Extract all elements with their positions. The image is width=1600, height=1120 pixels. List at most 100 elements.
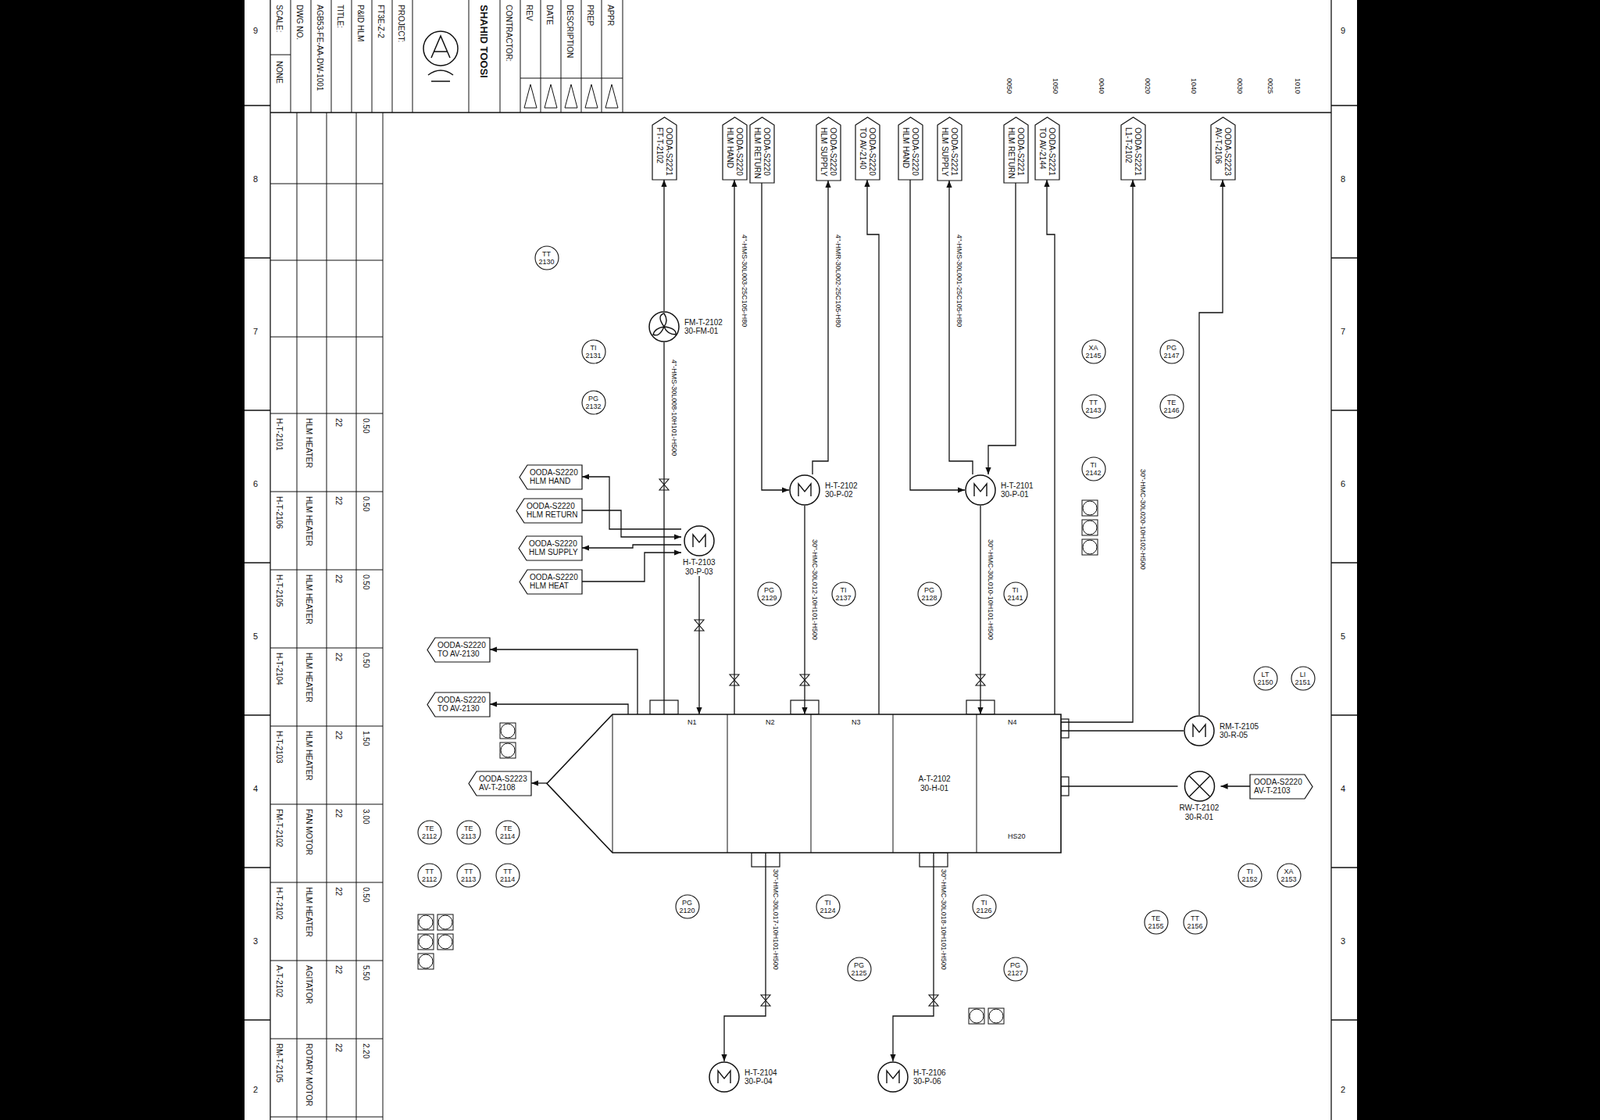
bubble-outline <box>496 863 520 887</box>
equipment-table-grid <box>270 1116 383 1118</box>
grid-reference: 6 <box>253 478 258 489</box>
dcs-display-symbol <box>418 914 433 929</box>
pump-motor: H-T-210230-P-02 <box>789 474 860 506</box>
bubble-outline <box>1082 457 1106 481</box>
equipment-tag: RW-T-2102 <box>1179 803 1220 813</box>
equipment-table-cell: 22 <box>334 964 343 974</box>
zone-number: 0040 <box>1096 78 1105 94</box>
equipment-number: 30-P-03 <box>682 567 716 577</box>
offpage-connector: OODA-S2220HLM HAND <box>722 117 747 180</box>
instrument-bubble: TT2113 <box>456 862 482 888</box>
equipment-table-cell: ROTARY MOTOR <box>304 1042 314 1106</box>
instrument-function: TI <box>820 898 836 907</box>
grid-reference: 8 <box>253 174 258 184</box>
sheet-frame <box>244 257 271 258</box>
vessel-outline <box>546 714 1061 853</box>
dcs-display-symbol <box>1082 519 1098 536</box>
connector-arrow <box>750 117 775 183</box>
process-line <box>582 552 682 582</box>
equipment-table-grid <box>270 183 383 185</box>
vessel: A-T-210230-H-01 <box>546 714 1061 853</box>
motor-symbol <box>692 534 706 547</box>
sheet-frame <box>244 104 271 106</box>
connector-arrow <box>1035 117 1060 180</box>
instrument-bubble: TI2141 <box>1003 581 1029 607</box>
bubble-outline <box>1238 863 1262 887</box>
destination: AV-T-2103 <box>1253 785 1303 796</box>
equipment-tag: A-T-2102 <box>918 774 951 784</box>
instrument-function: TT <box>460 867 476 875</box>
grid-reference: 7 <box>1340 326 1346 336</box>
dcs-display-symbol <box>437 933 454 950</box>
instrument-bubble: TT2143 <box>1081 393 1107 419</box>
destination: HLM HAND <box>901 127 911 176</box>
drawing-number: OODA-S2221 <box>1015 127 1025 179</box>
offpage-connector: OODA-S2221FT-T-2102 <box>652 117 677 180</box>
equipment-table-grid <box>270 647 383 649</box>
equipment-table-cell: 2.20 <box>361 1042 371 1058</box>
destination: HLM RETURN <box>1007 127 1017 179</box>
loop-number: 2145 <box>1085 351 1102 360</box>
process-line <box>803 505 805 715</box>
instrument-bubble: TT2112 <box>417 862 443 888</box>
equipment-table-grid <box>270 112 383 1120</box>
process-line <box>698 575 700 715</box>
motor-symbol <box>1192 724 1206 737</box>
process-line <box>489 703 629 715</box>
equipment-table-cell: HLM HEATER <box>304 417 314 468</box>
process-line <box>531 782 547 783</box>
zone-number: 1050 <box>1050 78 1059 94</box>
vessel-compartment <box>727 714 729 853</box>
line-number: 4"-HMS-30L008-10H101-H500 <box>669 359 678 456</box>
instrument-bubble: PG2132 <box>581 389 607 415</box>
title-block-grid <box>622 0 624 113</box>
bubble-outline <box>1082 339 1106 364</box>
sheet-frame <box>1331 257 1358 258</box>
equipment-number: 30-R-05 <box>1219 730 1259 740</box>
dcs-display-symbol <box>438 934 453 949</box>
connector-arrow <box>652 117 677 180</box>
process-line <box>489 649 638 715</box>
grid-reference: 2 <box>253 1084 258 1094</box>
drawing-number: OODA-S2220 <box>828 127 838 177</box>
equipment-table-grid <box>270 803 383 805</box>
process-line <box>582 544 682 548</box>
instrument-bubble: TI2124 <box>815 893 841 919</box>
instrument-function: TI <box>585 343 602 352</box>
line-number: 30"-HMC-30L010-10H101-H500 <box>985 539 994 640</box>
nozzle-label: HS20 <box>1007 832 1026 841</box>
offpage-connector: OODA-S2223AV-T-2106 <box>1210 117 1236 180</box>
line-number: 4"-HMS-30L001-25C105-H80 <box>954 234 963 327</box>
destination: HLM SUPPLY <box>819 127 829 177</box>
connector-arrow <box>1210 117 1236 180</box>
loop-number: 2152 <box>1242 875 1258 883</box>
bubble-outline <box>457 820 481 844</box>
offpage-connector: OODA-S2220HLM SUPPLY <box>816 117 841 181</box>
title-block-text: DESCRIPTION <box>565 4 575 58</box>
equipment-table-cell: 3.00 <box>361 808 371 824</box>
destination: TO AV-2140 <box>858 127 868 176</box>
destination: FT-T-2102 <box>655 127 665 176</box>
instrument-function: TI <box>1085 460 1102 469</box>
sheet-frame <box>1331 409 1358 411</box>
grid-reference: 9 <box>253 25 258 36</box>
process-line <box>988 182 1016 475</box>
line-number: 30"-HMC-30L020-10H102-H500 <box>1138 468 1147 570</box>
bubble-outline <box>832 582 856 606</box>
grid-reference: 8 <box>1340 174 1346 184</box>
offpage-connector: OODA-S2220TO AV-2130 <box>427 637 490 662</box>
loop-number: 2141 <box>1007 593 1024 602</box>
title-block-grid <box>270 0 623 113</box>
equipment-table-grid <box>270 882 383 883</box>
connector-arrow <box>427 637 490 662</box>
nozzle-label: N4 <box>1007 718 1018 727</box>
instrument-function: TE <box>500 824 515 833</box>
destination: AV-T-2106 <box>1214 127 1224 176</box>
loop-number: 2155 <box>1148 921 1165 930</box>
process-line <box>1046 179 1055 715</box>
equipment-tag: FM-T-2102 <box>684 317 723 328</box>
equipment-number: 30-R-01 <box>1179 812 1220 822</box>
dcs-display-symbol <box>500 742 516 758</box>
title-block-text: FT3E-Z-2 <box>376 4 386 39</box>
